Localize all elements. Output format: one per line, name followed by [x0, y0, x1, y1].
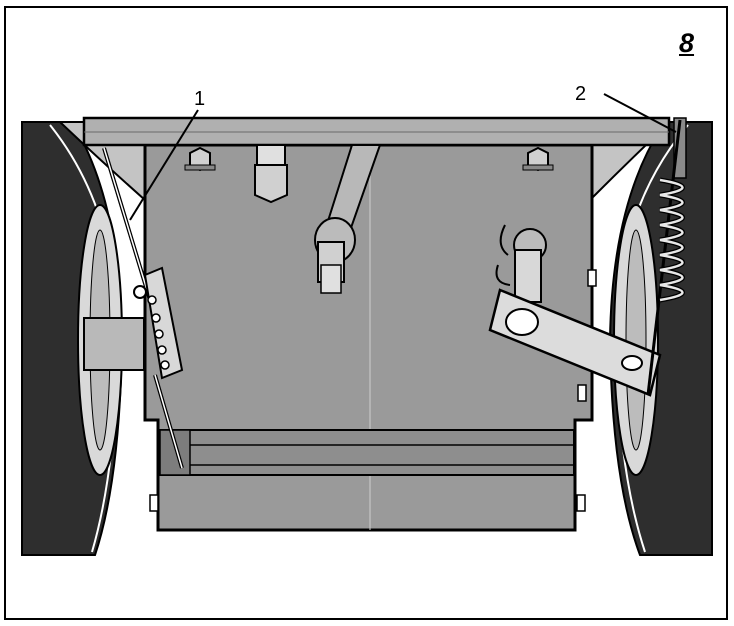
bolt-left: [184, 146, 216, 172]
cable-adjuster-left: [102, 147, 184, 469]
right-wheel: [608, 121, 713, 556]
crank-rod: [314, 144, 382, 294]
callout-2-leader: [603, 93, 677, 133]
callout-2-label: 2: [575, 83, 587, 105]
callout-1-leader: [129, 109, 199, 221]
callout-1-label: 1: [194, 88, 206, 110]
bottom-plate: [143, 143, 597, 532]
axle-bracket-left: [83, 317, 145, 371]
spring-cable-right: [646, 117, 687, 396]
bolt-right: [522, 146, 554, 172]
center-hex-bolt: [254, 144, 288, 204]
shear-pin-plate: [488, 224, 662, 397]
figure-number: 8: [679, 28, 695, 58]
top-crossbar: [82, 116, 671, 147]
